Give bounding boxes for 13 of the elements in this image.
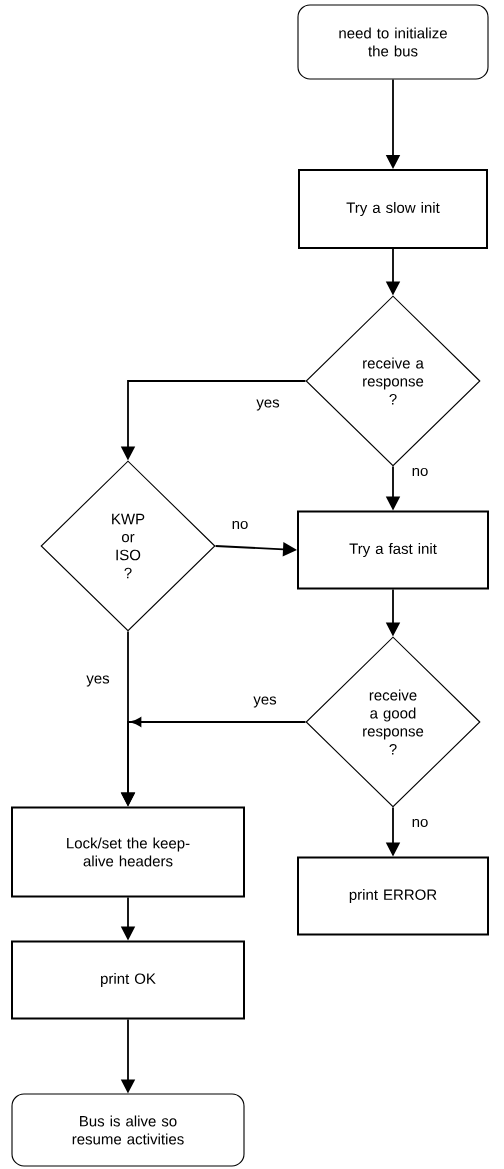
- edge-label: yes: [252, 695, 278, 709]
- terminal-box: Bus is alive so resume activities: [11, 1093, 245, 1167]
- process-box: print OK: [11, 940, 245, 1020]
- process-box: Lock/set the keep-alive headers: [11, 806, 245, 898]
- terminal-box: need to initialize the bus: [297, 4, 489, 80]
- edge-label: no: [230, 519, 250, 531]
- process-box: Try a fast init: [297, 510, 489, 590]
- process-box: Try a slow init: [298, 169, 488, 249]
- edge-label: yes: [255, 398, 281, 412]
- edge-label: yes: [85, 674, 111, 688]
- edge-label: no: [410, 466, 430, 478]
- edge-label: no: [410, 817, 430, 829]
- process-box: print ERROR: [297, 856, 489, 936]
